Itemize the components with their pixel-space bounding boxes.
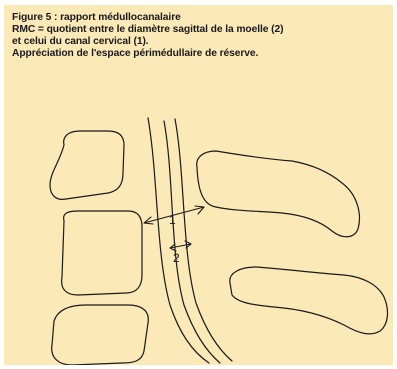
- canal-arrowhead-right: [195, 206, 204, 214]
- canal-anterior-wall: [148, 118, 209, 363]
- figure-panel: Figure 5 : rapport médullocanalaire RMC …: [4, 5, 393, 365]
- vertebral-body-middle: [62, 211, 142, 295]
- vertebral-body-upper: [50, 131, 124, 199]
- label-canal-diameter: 1: [169, 213, 176, 227]
- cord-posterior-border: [175, 119, 232, 361]
- vertebral-body-lower: [52, 305, 149, 365]
- label-cord-diameter: 2: [173, 251, 180, 265]
- spine-diagram: 1 2: [4, 5, 393, 365]
- cord-anterior-border: [164, 121, 220, 363]
- posterior-arch-upper: [197, 151, 360, 237]
- posterior-arch-lower: [230, 267, 388, 334]
